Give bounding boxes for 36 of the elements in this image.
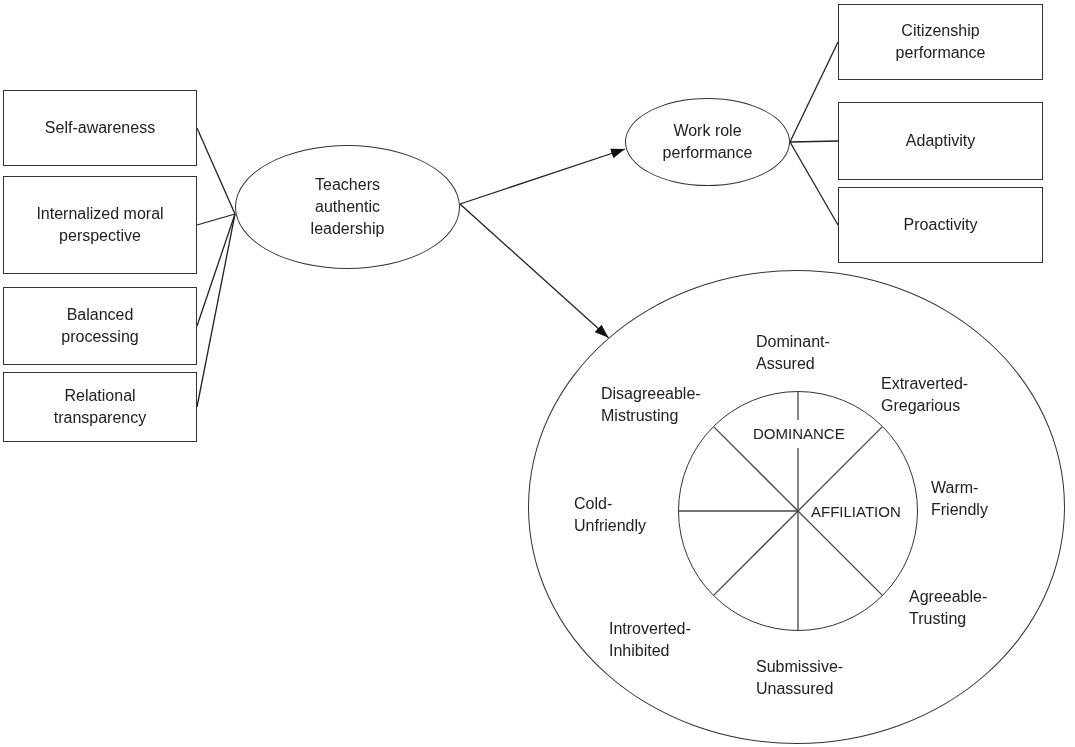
arrow: [459, 148, 626, 205]
node-label: Work role performance: [661, 121, 754, 163]
process-box: [3, 90, 197, 166]
octant-label: Disagreeable-Mistrusting: [601, 384, 701, 426]
octant-label: Submissive-Unassured: [756, 657, 844, 699]
connector-line: [196, 127, 236, 215]
octant-label: Warm-Friendly: [931, 478, 988, 520]
node-label: Citizenship performance: [894, 21, 987, 63]
process-box: [838, 4, 1043, 80]
connector-line: [789, 140, 839, 143]
arrow: [459, 203, 610, 339]
connector-line: [196, 213, 236, 327]
node-label: Internalized moral perspective: [35, 204, 165, 246]
node-label: Relational transparency: [52, 386, 148, 428]
connector-line: [789, 41, 839, 143]
node-label: Balanced processing: [60, 305, 140, 347]
process-box: [3, 176, 197, 274]
octant-label: Extraverted-Gregarious: [881, 374, 969, 416]
octant-label: Agreeable-Trusting: [909, 587, 988, 629]
connector-line: [789, 141, 839, 226]
outer-circle: [528, 270, 1065, 744]
octant-label: Introverted-Inhibited: [609, 619, 691, 661]
process-box: [3, 287, 197, 365]
connector-line: [196, 213, 236, 408]
octant-label: Dominant-Assured: [756, 332, 830, 374]
node-label: Proactivity: [903, 215, 978, 235]
node-label: Teachers authentic leadership: [309, 175, 386, 239]
node-label: Adaptivity: [905, 131, 976, 151]
process-box: [838, 187, 1043, 263]
octant-label: Cold-Unfriendly: [574, 494, 647, 536]
node-label: Self-awareness: [44, 118, 156, 138]
axis-label: AFFILIATION: [811, 503, 901, 521]
connector-line: [196, 213, 236, 226]
axis-label: DOMINANCE: [753, 425, 845, 443]
process-box: [3, 372, 197, 442]
process-box: [838, 102, 1043, 180]
